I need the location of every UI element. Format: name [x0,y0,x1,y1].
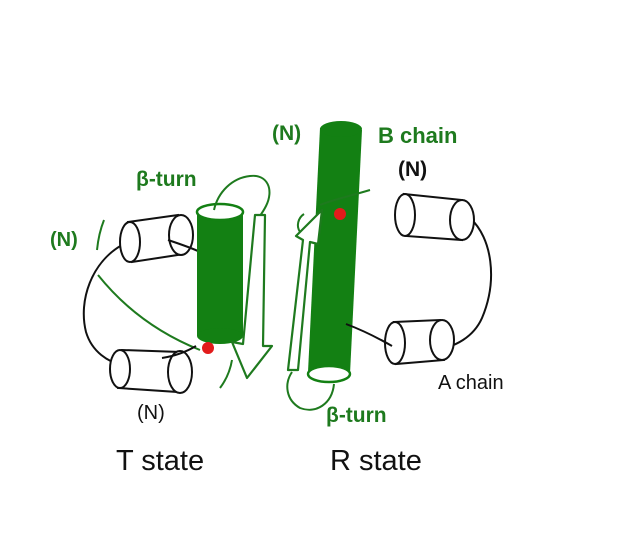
t-b-chain-top-tick [96,219,105,251]
t-b-chain-line-upper [97,274,201,351]
t-lower-connector [161,345,197,359]
t-lower-a-cylinder [109,348,193,394]
r-b-chain-label: B chain [378,123,457,148]
t-state-group: β-turn (N) (N) T state [50,168,274,477]
t-upper-a-cylinder [119,213,194,264]
t-beta-turn-label: β-turn [136,168,197,191]
t-red-marker [202,342,214,354]
r-lower-connector [345,323,393,347]
t-beta-strand-arrow [230,213,274,380]
r-beta-strand-arrow [286,208,324,372]
r-n-a-chain-label: (N) [398,158,427,181]
r-state-group: (N) B chain (N) A chain β-turn R state [272,121,504,477]
r-lower-a-cylinder [384,318,455,366]
r-b-chain-helix [306,121,362,384]
t-state-label: T state [116,445,204,477]
r-b-chain-line [319,189,371,206]
t-n-left-label: (N) [50,229,78,251]
r-beta-turn-label: β-turn [326,404,387,427]
t-b-chain-helix [195,202,245,344]
t-a-chain-loop [82,244,125,367]
r-state-label: R state [330,445,422,477]
r-b-chain-upper-tick [296,213,305,233]
r-a-chain-label: A chain [438,372,504,394]
r-red-marker [334,208,346,220]
t-b-chain-tail [219,359,233,389]
r-beta-turn-loop [286,371,335,411]
r-upper-a-cylinder [394,192,475,242]
t-n-bottom-label: (N) [137,402,165,424]
r-n-b-chain-label: (N) [272,122,301,145]
